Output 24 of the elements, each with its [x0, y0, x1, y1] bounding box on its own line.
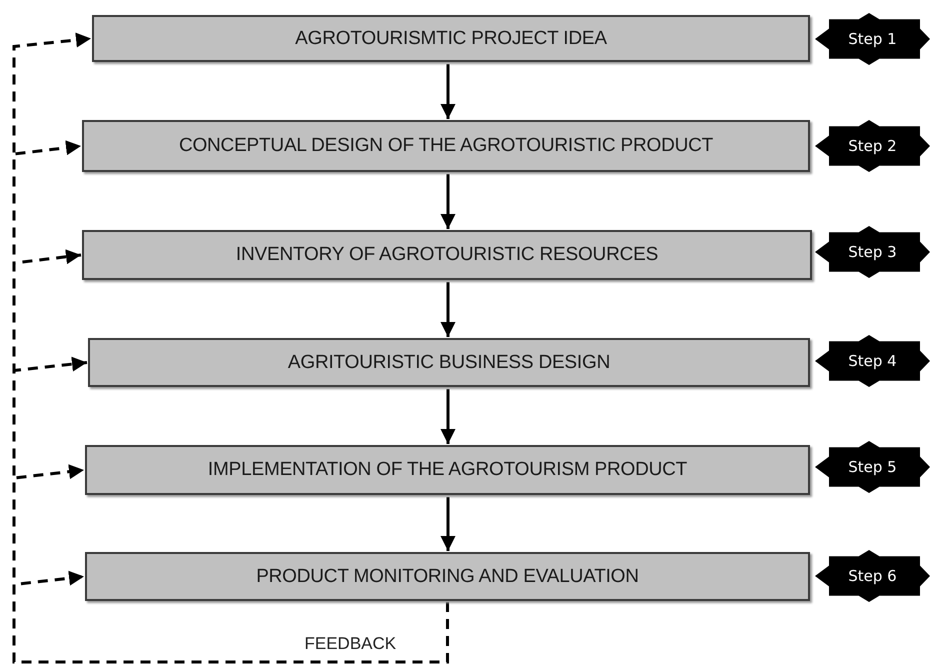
arrow: [440, 497, 456, 551]
arrow: [440, 282, 456, 337]
step-number: Step 6: [848, 567, 897, 585]
arrow: [440, 389, 456, 444]
step-title: CONCEPTUAL DESIGN OF THE AGROTOURISTIC PRODUCT: [178, 135, 714, 157]
process-box: [92, 15, 810, 62]
step-title: PRODUCT MONITORING AND EVALUATION: [256, 566, 639, 588]
step-title: AGRITOURISTIC BUSINESS DESIGN: [288, 352, 610, 374]
process-box: [82, 230, 812, 280]
step-number: Step 2: [848, 137, 897, 155]
step-number: Step 1: [848, 30, 897, 48]
step-title: AGROTOURISMTIC PROJECT IDEA: [295, 28, 607, 50]
step-number: Step 3: [848, 243, 897, 261]
step-title: INVENTORY OF AGROTOURISTIC RESOURCES: [236, 244, 658, 266]
arrow: [440, 174, 456, 229]
step-title: IMPLEMENTATION OF THE AGROTOURISM PRODUCT: [208, 459, 688, 481]
process-box: [85, 445, 810, 495]
step-number: Step 4: [848, 352, 897, 370]
arrow: [440, 64, 456, 119]
process-box: [85, 552, 810, 601]
process-box: [82, 120, 810, 172]
feedback-arrow: [12, 570, 449, 664]
step-number: Step 5: [848, 458, 897, 476]
process-box: [88, 338, 810, 387]
